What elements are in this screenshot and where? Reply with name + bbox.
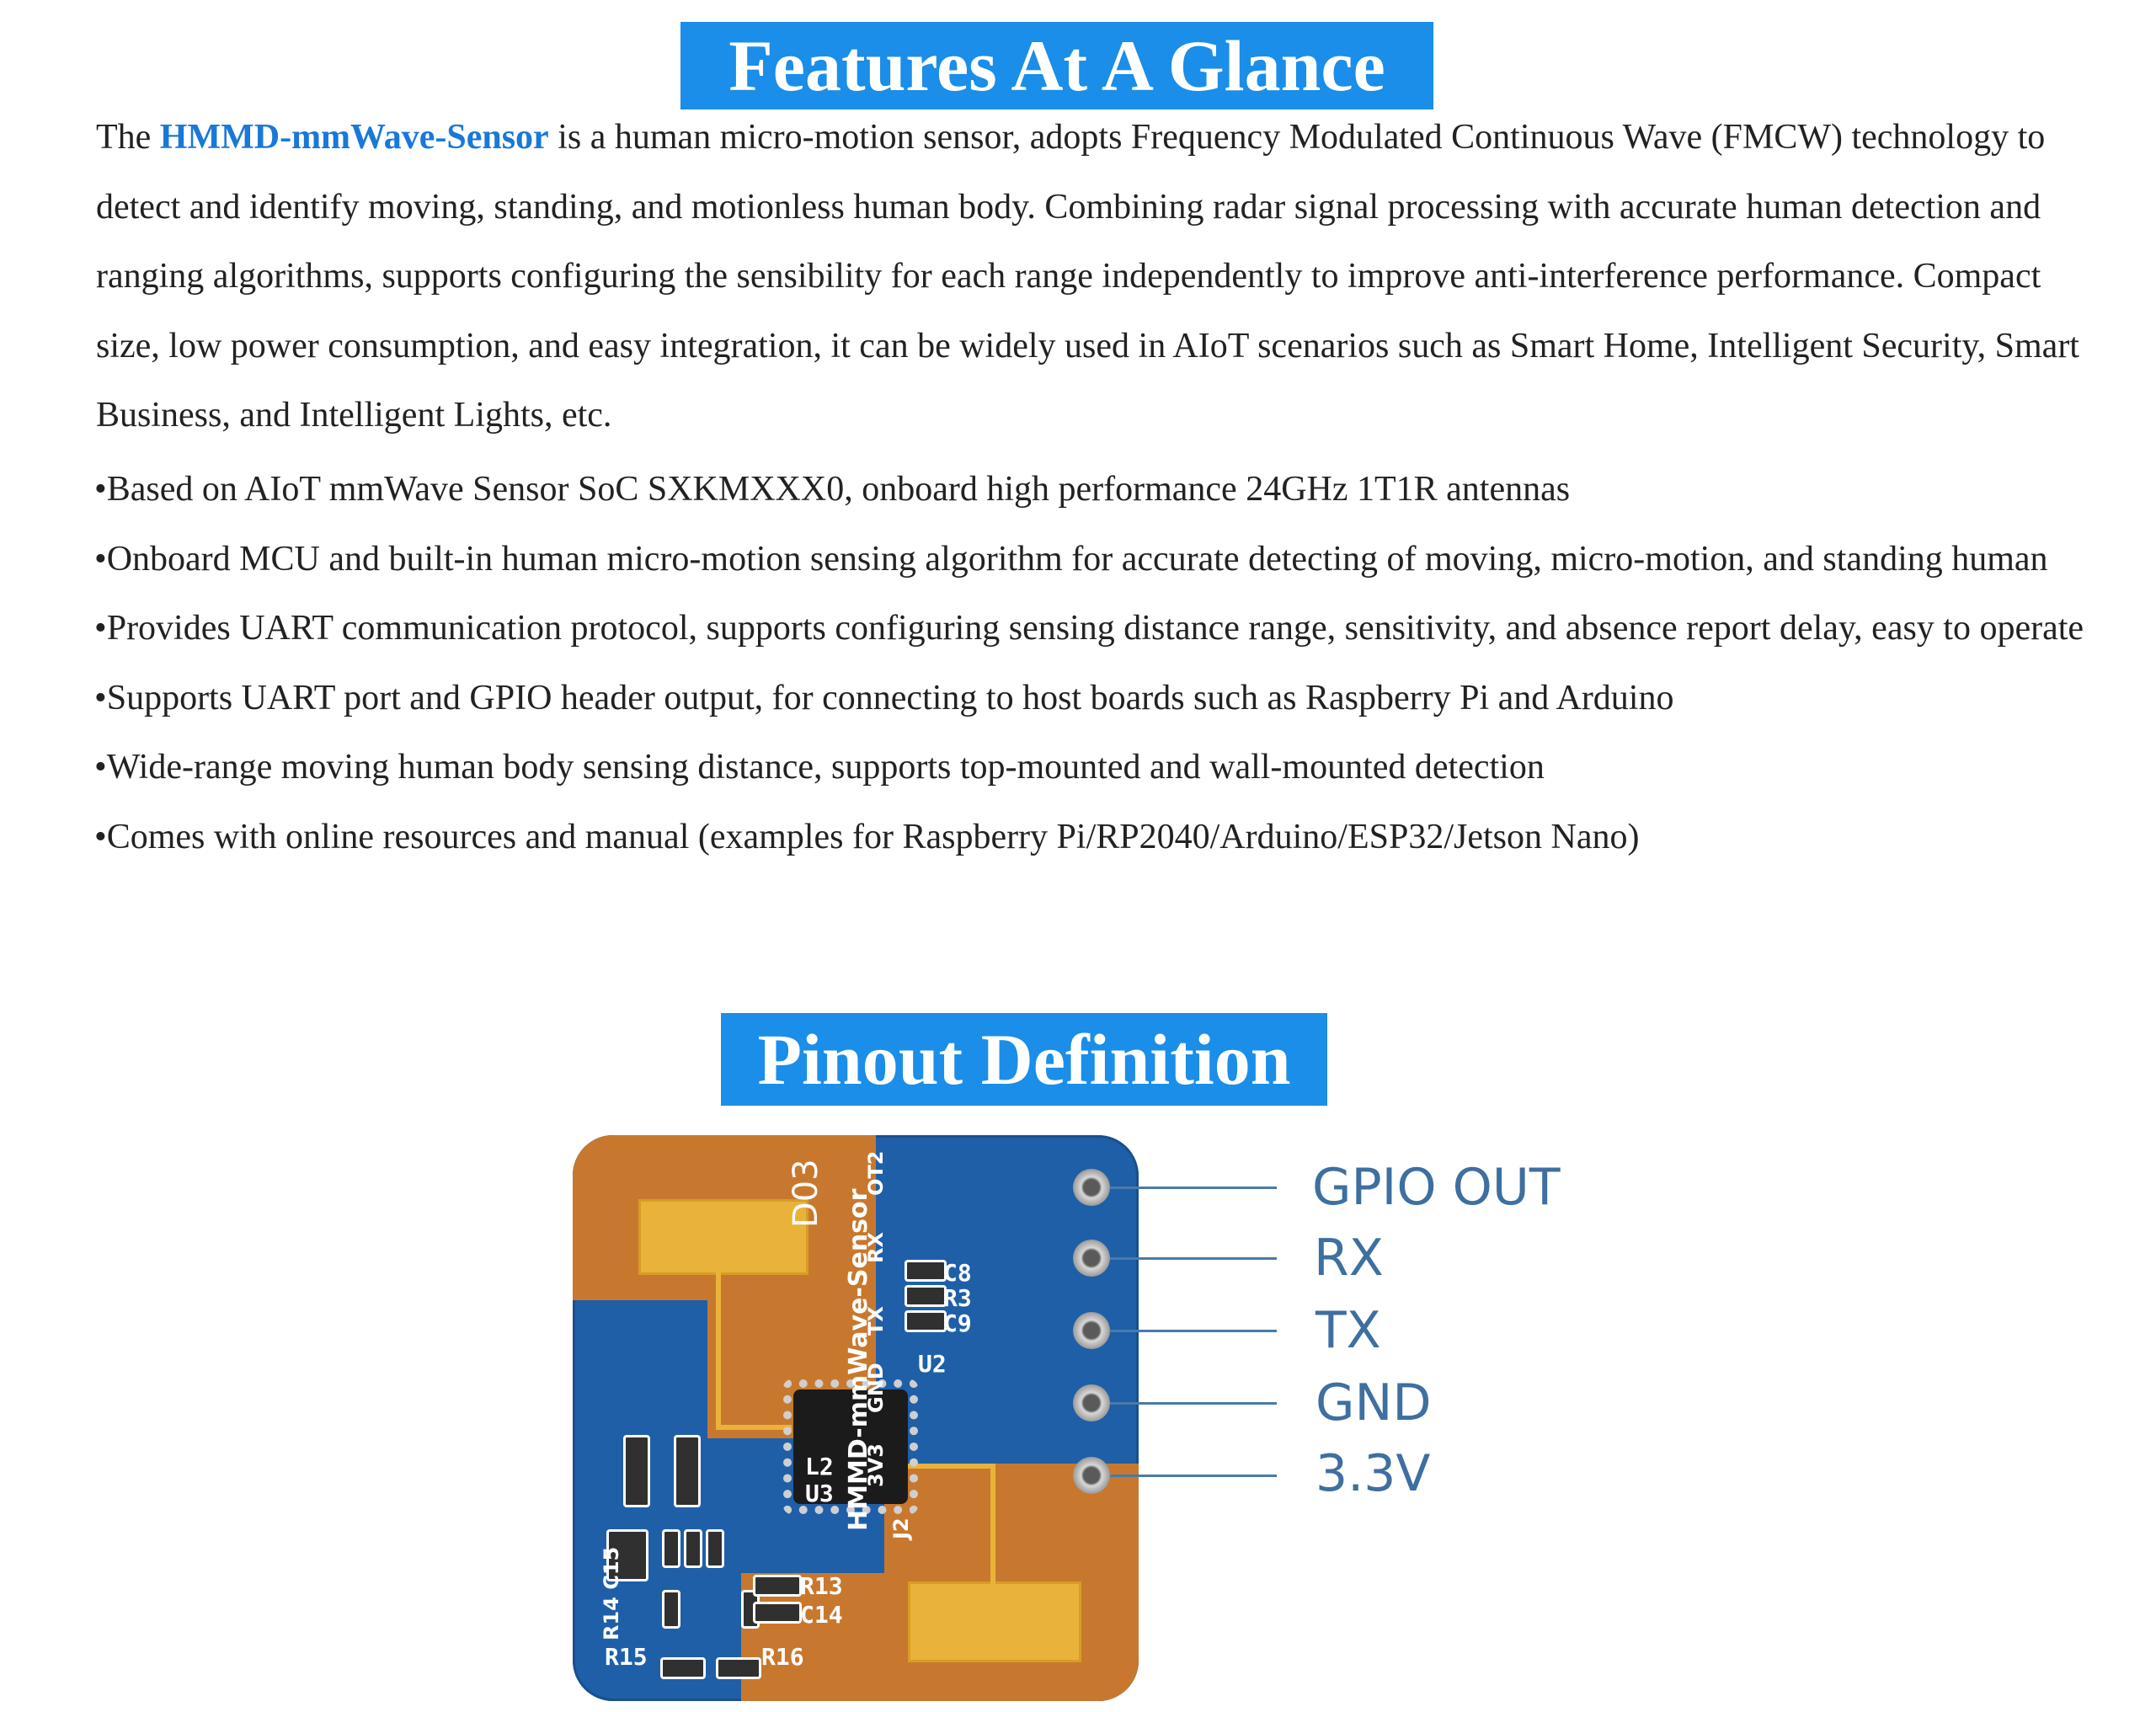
- intro-prefix: The: [96, 118, 160, 157]
- component: [706, 1529, 724, 1568]
- intro-paragraph: The HMMD-mmWave-Sensor is a human micro-…: [96, 103, 2109, 451]
- pin-label-tx: TX: [1315, 1301, 1381, 1360]
- silk-label: C9: [943, 1309, 972, 1337]
- feature-item: •Wide-range moving human body sensing di…: [94, 748, 1545, 787]
- component: [753, 1602, 802, 1624]
- antenna-feed: [716, 1261, 721, 1430]
- feature-list: •Based on AIoT mmWave Sensor SoC SXKMXXX…: [94, 455, 2124, 872]
- pinout-diagram: L2 U3 C8 R3 C9 U2 R13 C14 R15 R16 R14 C1…: [564, 1128, 1609, 1709]
- antenna-patch: [908, 1581, 1081, 1662]
- pin-label-gnd: GND: [1315, 1373, 1432, 1432]
- pinout-heading: Pinout Definition: [721, 1013, 1327, 1106]
- antenna-feed: [716, 1425, 792, 1430]
- chip-pins: [783, 1379, 918, 1514]
- sensor-board-image: L2 U3 C8 R3 C9 U2 R13 C14 R15 R16 R14 C1…: [573, 1135, 1139, 1701]
- component: [660, 1657, 706, 1679]
- intro-text: is a human micro-motion sensor, adopts F…: [96, 118, 2079, 435]
- header-pin-label: OT2: [864, 1150, 888, 1196]
- pin-leader-line: [1110, 1402, 1277, 1405]
- header-pin-label: GND: [864, 1363, 888, 1413]
- silk-label: R3: [943, 1284, 972, 1312]
- pin-label-rx: RX: [1314, 1229, 1384, 1288]
- silk-code: D03: [787, 1159, 825, 1228]
- pin-leader-line: [1110, 1475, 1277, 1477]
- antenna-feed: [908, 1464, 992, 1469]
- component: [623, 1435, 650, 1507]
- silk-label: U3: [805, 1480, 834, 1507]
- pin-label-3v3: 3.3V: [1315, 1444, 1431, 1503]
- header-pin-label: TX: [864, 1306, 888, 1336]
- silk-label: R14 C15: [600, 1546, 623, 1640]
- silk-label: C14: [800, 1601, 843, 1629]
- header-pin: [1073, 1457, 1110, 1494]
- component: [905, 1260, 947, 1282]
- feature-item: •Based on AIoT mmWave Sensor SoC SXKMXXX…: [94, 470, 1571, 509]
- antenna-feed: [990, 1464, 995, 1590]
- header-pin: [1073, 1240, 1110, 1277]
- pin-leader-line: [1110, 1187, 1277, 1189]
- header-pin: [1073, 1169, 1110, 1206]
- silk-label: U2: [918, 1350, 947, 1378]
- header-pin: [1073, 1312, 1110, 1349]
- header-label: J2: [889, 1517, 913, 1539]
- pin-label-gpio-out: GPIO OUT: [1312, 1158, 1561, 1217]
- header-pin-label: RX: [864, 1232, 888, 1263]
- pin-leader-line: [1110, 1257, 1277, 1260]
- features-heading: Features At A Glance: [680, 22, 1433, 109]
- radar-chip: [793, 1389, 908, 1504]
- component: [662, 1590, 680, 1629]
- feature-item: •Provides UART communication protocol, s…: [94, 609, 2084, 648]
- silk-label: R15: [605, 1643, 648, 1671]
- component: [716, 1657, 761, 1679]
- antenna-patch: [638, 1199, 808, 1275]
- header-pin: [1073, 1384, 1110, 1421]
- silk-label: R13: [800, 1572, 843, 1600]
- component: [674, 1435, 701, 1507]
- component: [905, 1285, 947, 1307]
- silk-label: R16: [761, 1643, 804, 1671]
- component: [662, 1529, 680, 1568]
- feature-item: •Onboard MCU and built-in human micro-mo…: [94, 539, 2048, 579]
- component: [753, 1575, 802, 1597]
- component: [684, 1529, 702, 1568]
- header-pin-label: 3V3: [864, 1443, 888, 1487]
- copper-area: [707, 1135, 876, 1438]
- pin-leader-line: [1110, 1330, 1277, 1332]
- product-name: HMMD-mmWave-Sensor: [159, 118, 549, 157]
- feature-item: •Comes with online resources and manual …: [94, 817, 1640, 856]
- component: [905, 1310, 947, 1332]
- component: [606, 1529, 648, 1581]
- feature-item: •Supports UART port and GPIO header outp…: [94, 678, 1674, 717]
- silk-label: C8: [943, 1259, 972, 1287]
- silk-label: L2: [805, 1453, 834, 1480]
